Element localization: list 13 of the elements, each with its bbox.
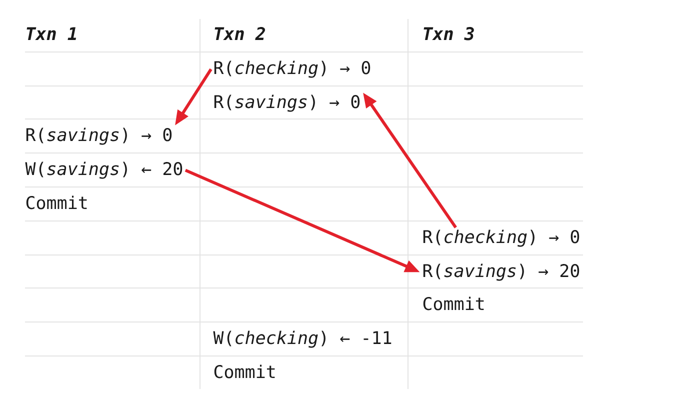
operation-text: R(savings) → 0 — [26, 128, 172, 145]
column-header: Txn 3 — [424, 27, 474, 40]
operation-text: Commit — [423, 296, 484, 310]
column-header: Txn 1 — [26, 27, 76, 40]
operation-text: R(checking) → 0 — [423, 230, 580, 247]
operation-text: W(checking) ← -11 — [213, 330, 392, 348]
operation-text: Commit — [26, 196, 87, 210]
operation-text: R(checking) → 0 — [214, 60, 370, 78]
column-header: Txn 2 — [214, 27, 266, 40]
operation-text: W(savings) ← 20 — [25, 162, 182, 179]
operation-text: R(savings) → 20 — [423, 264, 580, 281]
operation-text: Commit — [214, 364, 275, 378]
operation-text: R(savings) → 0 — [214, 94, 360, 112]
